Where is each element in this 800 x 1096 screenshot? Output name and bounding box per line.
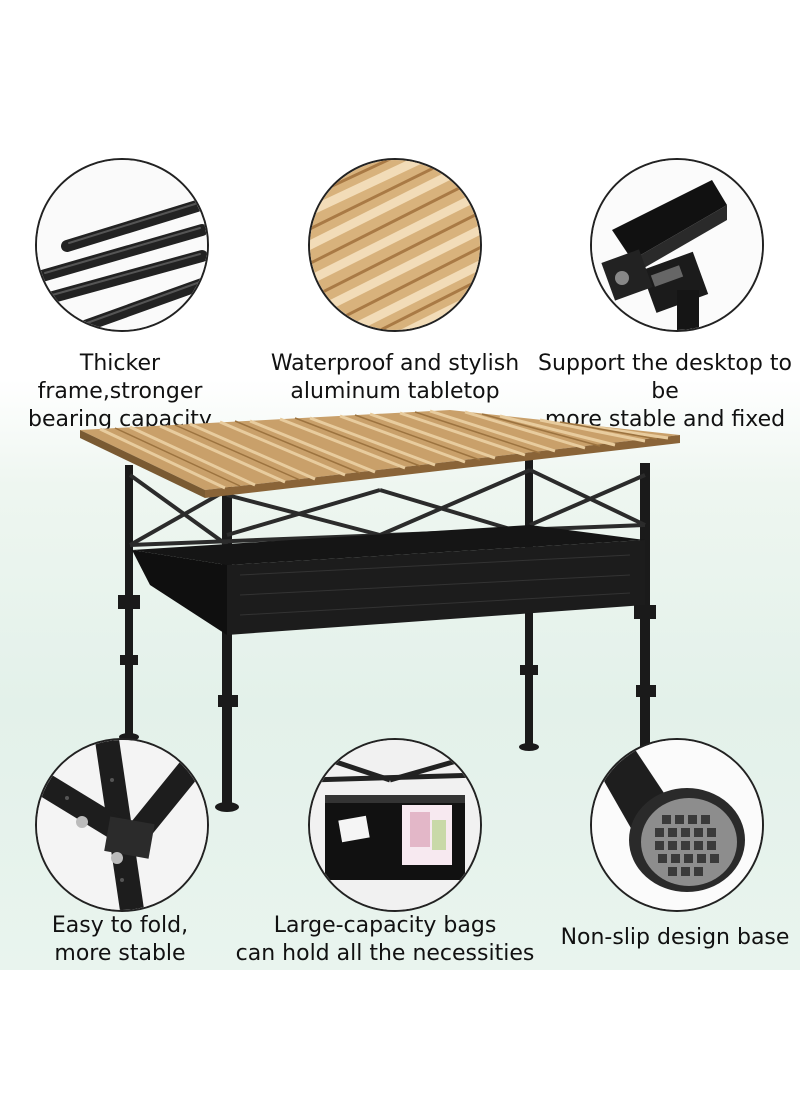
caption-line: more stable (54, 941, 186, 966)
folding-joint-icon (35, 738, 209, 912)
feature-caption-frame: Thicker frame,stronger bearing capacity (0, 350, 240, 434)
folding-table-image (70, 395, 750, 825)
caption-line: Thicker frame,stronger (37, 351, 203, 404)
feature-caption-fold: Easy to fold, more stable (0, 912, 240, 968)
caption-line: Large-capacity bags (273, 913, 497, 938)
non-slip-foot-icon (590, 738, 764, 912)
caption-line: Support the desktop to be (538, 351, 792, 404)
corner-bracket-icon (590, 158, 764, 332)
storage-bag-icon (308, 738, 482, 912)
caption-line: Easy to fold, (51, 913, 189, 938)
wood-slats-icon (308, 158, 482, 332)
feature-caption-bags: Large-capacity bags can hold all the nec… (230, 912, 540, 968)
page-background-bottom (0, 970, 800, 1096)
caption-line: Waterproof and stylish (270, 351, 520, 376)
feature-caption-tabletop: Waterproof and stylish aluminum tabletop (260, 350, 530, 406)
caption-line: Non-slip design base (560, 925, 790, 950)
caption-line: aluminum tabletop (290, 379, 500, 404)
feature-caption-base: Non-slip design base (550, 924, 800, 952)
frame-tubes-icon (35, 158, 209, 332)
caption-line: can hold all the necessities (235, 941, 535, 966)
